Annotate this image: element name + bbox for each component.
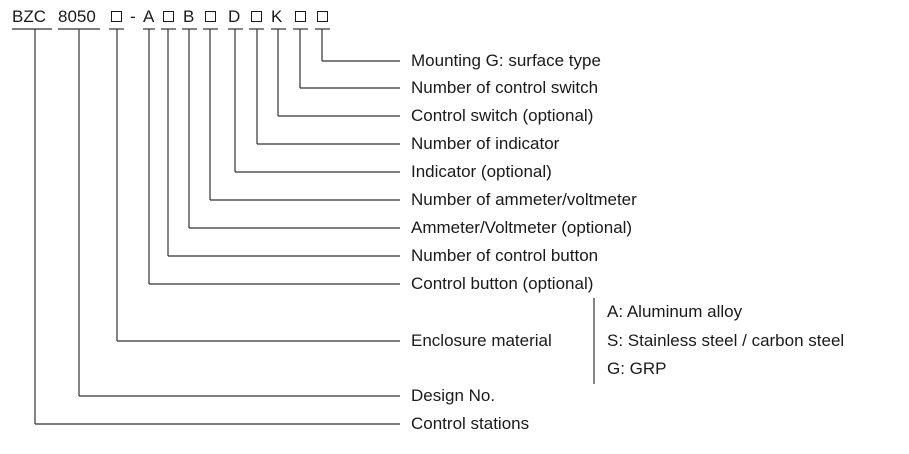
- label-number-indicator: Number of indicator: [411, 134, 560, 153]
- code-box-a: [163, 11, 174, 22]
- material-option-stainless: S: Stainless steel / carbon steel: [607, 331, 845, 350]
- label-mounting: Mounting G: surface type: [411, 51, 601, 70]
- code-box-mounting: [317, 11, 328, 22]
- label-ammeter: Ammeter/Voltmeter (optional): [411, 218, 633, 237]
- code-8050: 8050: [58, 7, 96, 26]
- code-box-material: [111, 11, 122, 22]
- label-enclosure-material: Enclosure material: [411, 331, 552, 350]
- code-box-d: [251, 11, 262, 22]
- code-b: B: [183, 7, 195, 26]
- code-d: D: [228, 7, 241, 26]
- code-bzc: BZC: [12, 7, 46, 26]
- label-indicator: Indicator (optional): [411, 162, 552, 181]
- label-design-no: Design No.: [411, 386, 496, 405]
- label-control-switch: Control switch (optional): [411, 106, 594, 125]
- code-a: A: [143, 7, 155, 26]
- code-box-b: [205, 11, 216, 22]
- material-option-grp: G: GRP: [607, 359, 667, 378]
- label-number-control-button: Number of control button: [411, 246, 599, 265]
- code-dash: -: [130, 7, 136, 26]
- code-k: K: [271, 7, 283, 26]
- label-control-stations: Control stations: [411, 414, 530, 433]
- label-control-button: Control button (optional): [411, 274, 594, 293]
- label-number-ammeter: Number of ammeter/voltmeter: [411, 190, 637, 209]
- code-box-k: [295, 11, 306, 22]
- label-number-control-switch: Number of control switch: [411, 78, 599, 97]
- material-option-aluminum: A: Aluminum alloy: [607, 302, 743, 321]
